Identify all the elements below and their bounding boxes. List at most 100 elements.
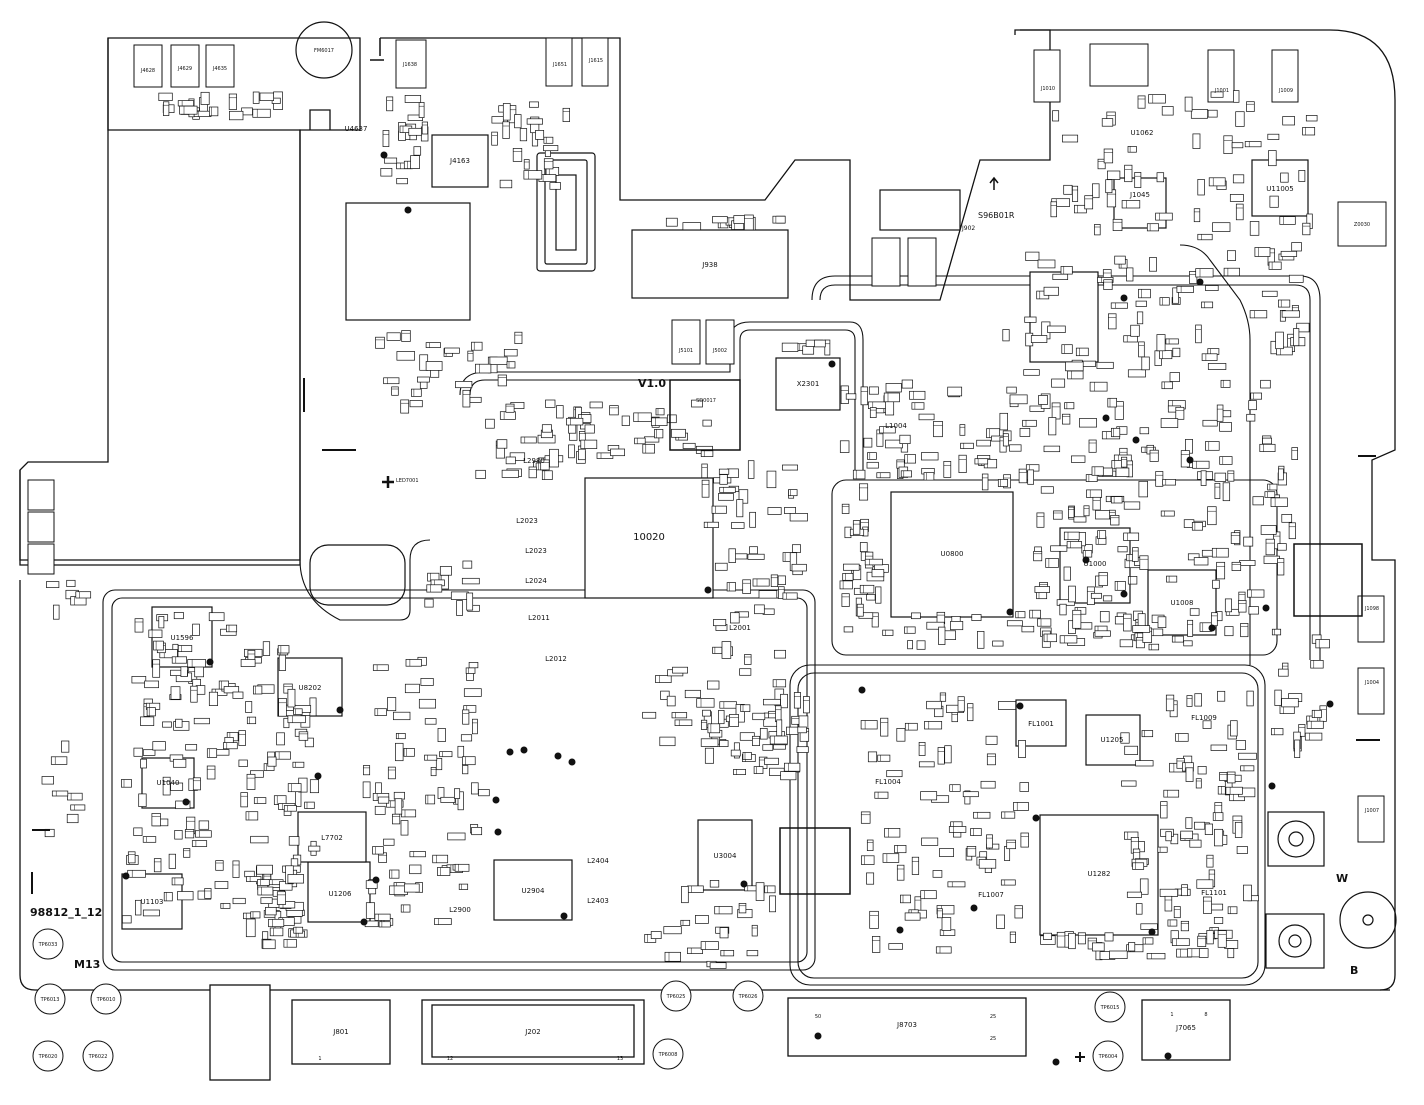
passive-component	[871, 612, 879, 628]
passive-component	[447, 832, 466, 841]
passive-component	[1098, 572, 1108, 586]
passive-component	[718, 493, 734, 501]
passive-component	[308, 845, 321, 852]
test-point-label: TP6025	[666, 994, 686, 1000]
passive-component	[374, 913, 391, 921]
test-point-label: TP6022	[88, 1054, 108, 1060]
passive-component	[1212, 579, 1220, 589]
passive-component	[700, 941, 719, 950]
passive-component	[976, 439, 991, 447]
passive-component	[1223, 135, 1233, 154]
passive-component	[192, 623, 200, 636]
passive-component	[127, 851, 136, 864]
passive-component	[1079, 418, 1097, 428]
passive-component	[159, 649, 178, 659]
passive-component	[262, 939, 276, 950]
passive-component	[1092, 496, 1101, 511]
chip-u0800	[890, 491, 1014, 618]
passive-component	[1276, 346, 1293, 356]
passive-component	[1085, 474, 1098, 482]
passive-component	[797, 726, 807, 734]
passive-component	[1304, 732, 1323, 741]
passive-component	[896, 864, 905, 881]
passive-component	[1260, 525, 1277, 535]
passive-component	[1208, 177, 1226, 187]
passive-component	[650, 931, 662, 939]
passive-component	[556, 405, 564, 419]
passive-component	[152, 659, 161, 678]
passive-component	[1138, 341, 1145, 358]
passive-component	[1111, 496, 1123, 504]
marker-dot	[828, 360, 836, 368]
passive-component	[394, 798, 403, 815]
passive-component	[1126, 891, 1142, 898]
passive-component	[408, 127, 422, 136]
passive-component	[1056, 931, 1067, 948]
passive-component	[869, 407, 877, 418]
passive-component	[951, 711, 958, 723]
passive-component	[1105, 179, 1113, 194]
passive-component	[782, 464, 798, 471]
chip-u1103	[121, 873, 183, 930]
passive-component	[866, 461, 879, 469]
marker-dot	[1268, 782, 1276, 790]
passive-component	[1291, 447, 1298, 460]
passive-component	[505, 403, 515, 413]
passive-component	[962, 791, 979, 798]
passive-component	[1259, 443, 1276, 452]
passive-component	[1230, 720, 1238, 737]
passive-component	[978, 859, 997, 869]
passive-component	[1298, 724, 1306, 737]
passive-component	[382, 130, 390, 147]
passive-component	[703, 521, 719, 528]
passive-component	[980, 780, 996, 789]
passive-component	[146, 707, 156, 717]
passive-component	[939, 848, 954, 857]
connector-j8703	[787, 997, 1027, 1057]
passive-component	[659, 736, 676, 747]
passive-component	[1224, 626, 1234, 637]
passive-component	[1175, 733, 1189, 742]
passive-component	[471, 827, 483, 836]
passive-component	[374, 708, 387, 716]
passive-component	[758, 590, 778, 599]
passive-component	[1107, 397, 1117, 408]
test-point	[732, 980, 764, 1012]
label-j1045: J1045	[1129, 191, 1150, 199]
passive-component	[1124, 164, 1133, 183]
passive-component	[131, 676, 147, 684]
passive-component	[700, 450, 714, 457]
passive-component	[859, 542, 868, 552]
passive-component	[1238, 600, 1247, 613]
label-j1004: J1004	[1364, 680, 1379, 686]
passive-component	[1267, 133, 1280, 140]
passive-component	[177, 645, 193, 652]
chip-10020	[584, 477, 714, 599]
label-j202: J202	[524, 1028, 540, 1036]
passive-component	[866, 594, 876, 601]
passive-component	[1065, 361, 1084, 372]
passive-component	[1227, 771, 1236, 784]
passive-component	[1214, 828, 1224, 847]
chip-l7702	[297, 811, 367, 863]
passive-component	[882, 853, 900, 863]
passive-component	[158, 92, 173, 101]
passive-component	[1018, 468, 1028, 484]
passive-component	[660, 690, 670, 700]
passive-component	[1282, 116, 1295, 126]
passive-component	[1146, 223, 1159, 232]
passive-component	[391, 386, 399, 396]
passive-component	[392, 813, 401, 825]
passive-component	[719, 701, 737, 709]
passive-component	[1015, 611, 1026, 619]
passive-component	[967, 703, 974, 722]
passive-component	[505, 456, 516, 465]
passive-component	[1192, 133, 1201, 149]
passive-component	[1086, 489, 1102, 498]
passive-component	[1195, 268, 1214, 278]
passive-component	[51, 790, 69, 797]
passive-component	[252, 108, 271, 118]
passive-component	[896, 728, 906, 742]
passive-component	[935, 946, 952, 954]
passive-component	[1281, 310, 1300, 318]
